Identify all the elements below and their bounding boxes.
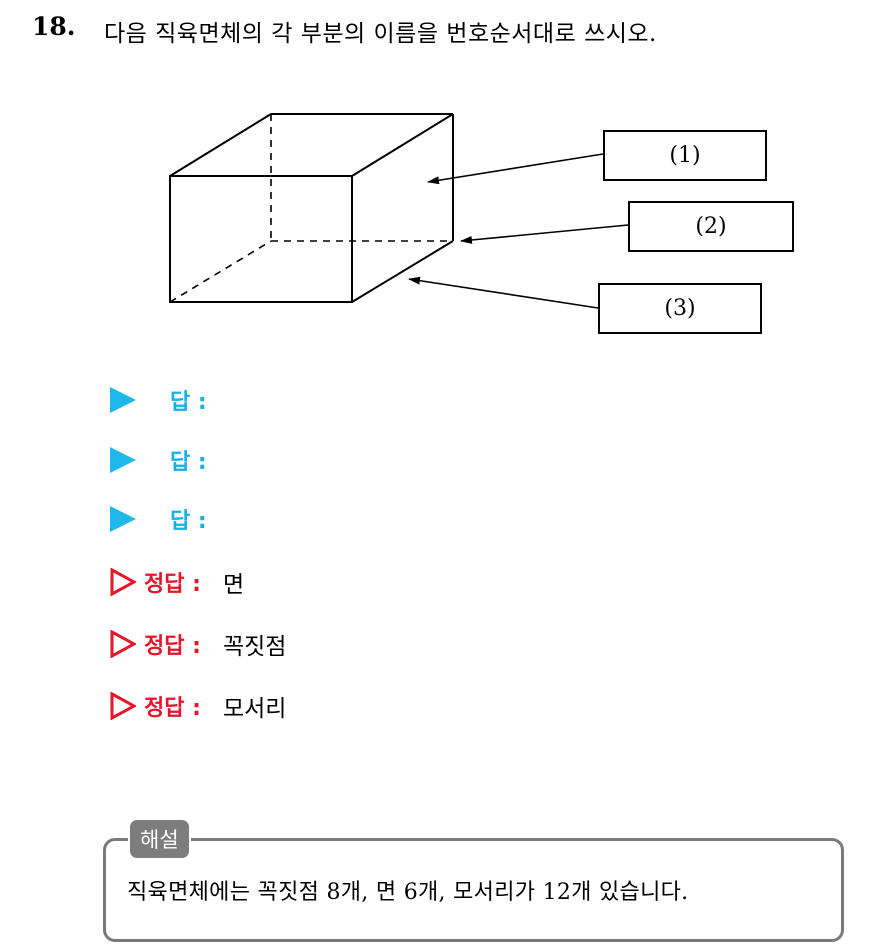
callout-box-1: (1): [603, 130, 767, 181]
question-number: 18.: [32, 12, 76, 41]
cuboid-hidden-edge: [169, 240, 272, 303]
correct-answer-value: 모서리: [222, 696, 287, 722]
outline-triangle-icon: [110, 630, 136, 658]
callout-box-2: (2): [628, 201, 794, 252]
correct-answer-row-1: 정답 : 면: [110, 565, 244, 599]
answer-label: 답 :: [170, 509, 207, 534]
cuboid-front-face: [169, 175, 353, 303]
callout-box-3: (3): [598, 283, 762, 334]
answer-row-2[interactable]: 답 :: [110, 443, 207, 477]
correct-answer-label: 정답 :: [144, 696, 201, 721]
explanation-text: 직육면체에는 꼭짓점 8개, 면 6개, 모서리가 12개 있습니다.: [127, 880, 689, 905]
answer-label: 답 :: [170, 450, 207, 475]
correct-answer-label: 정답 :: [144, 634, 201, 659]
correct-answer-row-2: 정답 : 꼭짓점: [110, 627, 286, 661]
correct-answer-value: 면: [222, 572, 245, 598]
arrow-3: [408, 276, 599, 309]
correct-answer-value: 꼭짓점: [222, 634, 287, 660]
question-text: 다음 직육면체의 각 부분의 이름을 번호순서대로 쓰시오.: [104, 21, 657, 47]
explanation-box: [103, 838, 844, 942]
cuboid-edge: [351, 240, 454, 303]
play-marker-icon: [110, 387, 136, 413]
correct-answer-row-3: 정답 : 모서리: [110, 689, 286, 723]
correct-answer-label: 정답 :: [144, 572, 201, 597]
cuboid-diagram: [169, 113, 629, 309]
play-marker-icon: [110, 506, 136, 532]
outline-triangle-icon: [110, 568, 136, 596]
answer-label: 답 :: [170, 390, 207, 415]
arrow-2: [460, 224, 629, 244]
arrow-1: [427, 153, 604, 185]
answer-row-1[interactable]: 답 :: [110, 383, 207, 417]
play-marker-icon: [110, 447, 136, 473]
answer-row-3[interactable]: 답 :: [110, 502, 207, 536]
cuboid-edge: [169, 113, 272, 177]
outline-triangle-icon: [110, 692, 136, 720]
explanation-tag: 해설: [128, 818, 191, 860]
cuboid-edge: [351, 113, 454, 177]
